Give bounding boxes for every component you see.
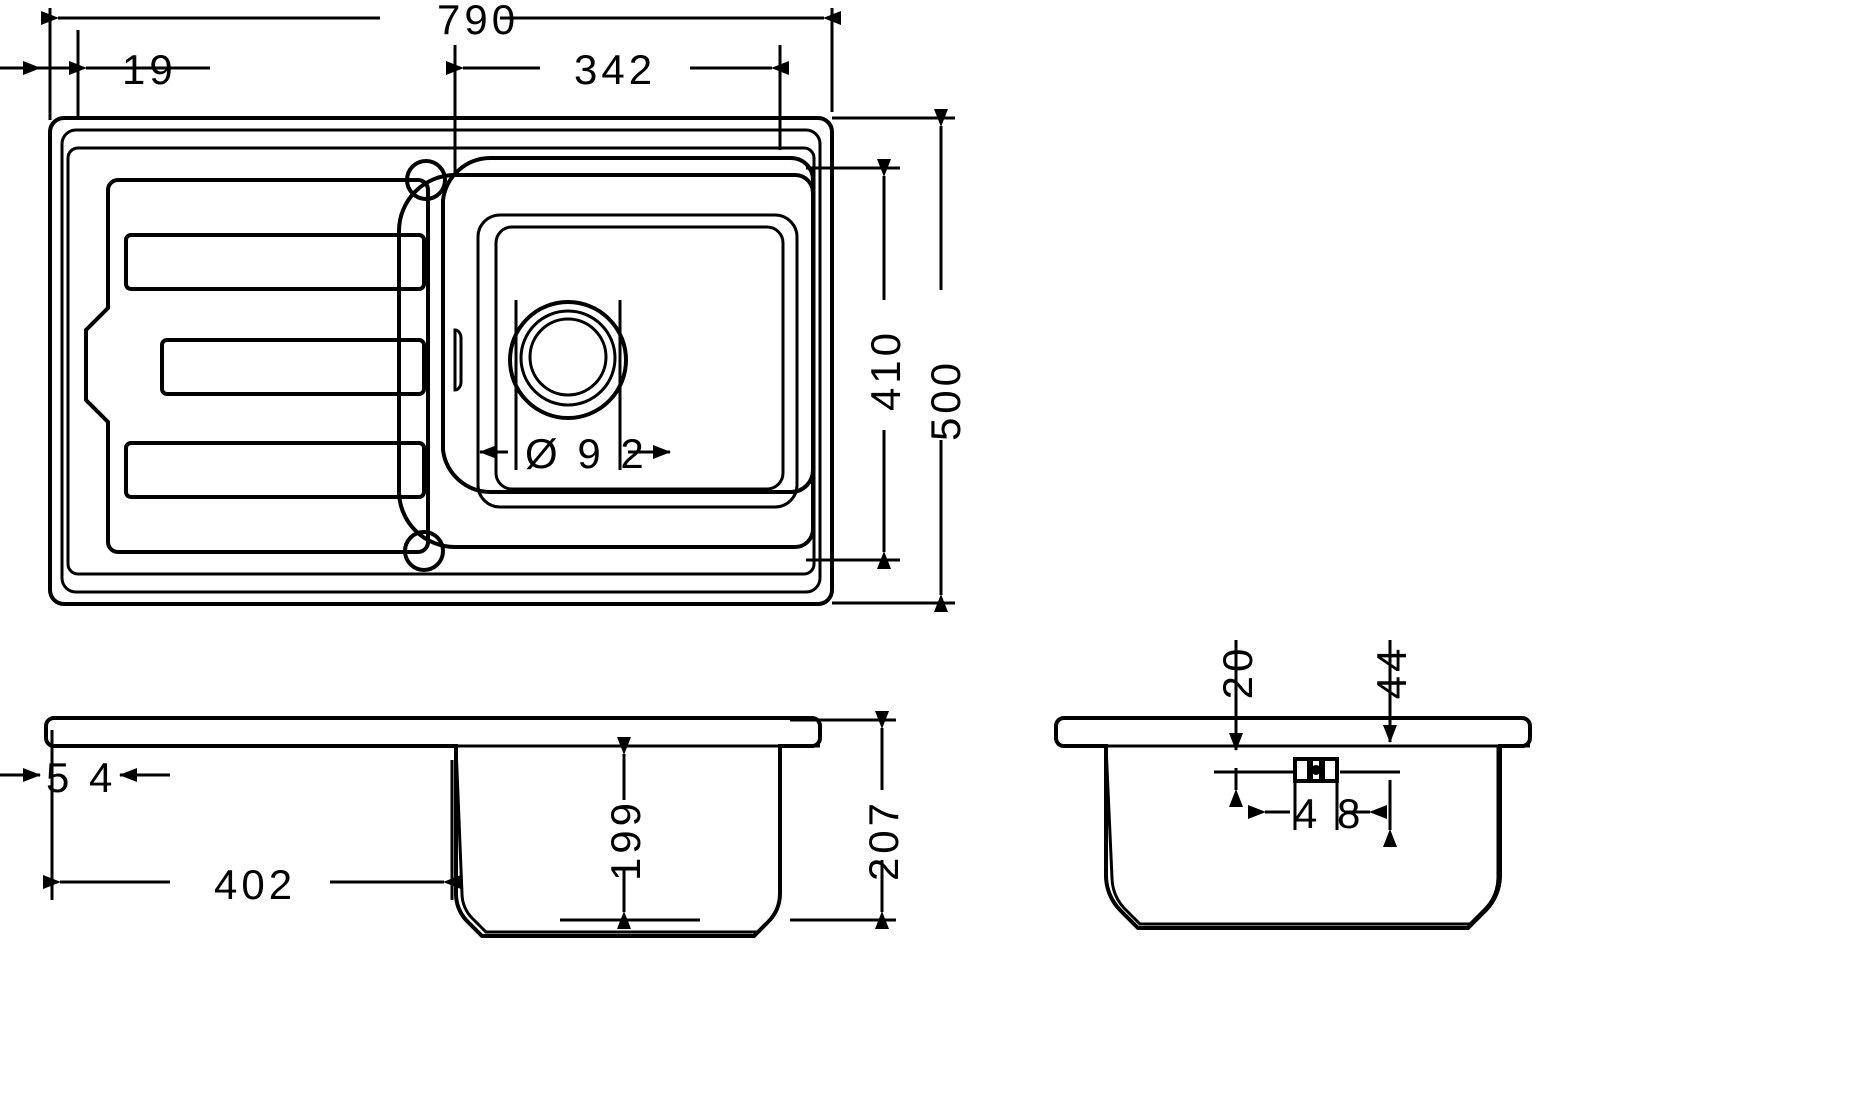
dim-label-diameter-92: Ø 9 2 [525,430,648,477]
side-waste-fitting [1293,757,1339,783]
dim-label-500: 500 [922,359,969,441]
top-view-drainer [84,178,430,554]
dim-overall-depth-500 [832,109,955,612]
dim-inner-height-199 [560,737,700,929]
dim-label-402: 402 [214,861,296,908]
dim-label-44: 44 [1368,645,1415,700]
dim-label-199: 199 [602,799,649,881]
dim-total-height-207 [790,711,896,929]
dim-label-790: 790 [437,0,519,43]
dim-label-48: 4 8 [1294,790,1364,837]
dim-label-19: 19 [122,46,177,93]
dim-overall-width-790 [41,8,841,120]
dim-rim-54 [0,730,170,800]
dim-bowl-depth-410 [806,159,900,569]
dim-side-height-44 [1340,640,1400,847]
top-view-bowl [397,155,815,549]
dim-waste-offset-20 [1214,640,1296,807]
top-view-sink-body [48,116,834,606]
front-section-body [44,716,822,938]
dim-bowl-length-402 [43,760,461,900]
dim-label-54: 5 4 [46,754,116,801]
dim-bowl-width-342 [446,45,789,175]
dim-label-342: 342 [574,46,656,93]
dim-label-20: 20 [1214,645,1261,700]
dim-waste-width-48 [1248,778,1387,830]
top-view-tap-holes [403,159,447,572]
dim-label-410: 410 [862,329,909,411]
dim-edge-offset-19 [0,30,210,120]
dim-label-207: 207 [860,799,907,881]
side-section-body [1054,716,1532,930]
